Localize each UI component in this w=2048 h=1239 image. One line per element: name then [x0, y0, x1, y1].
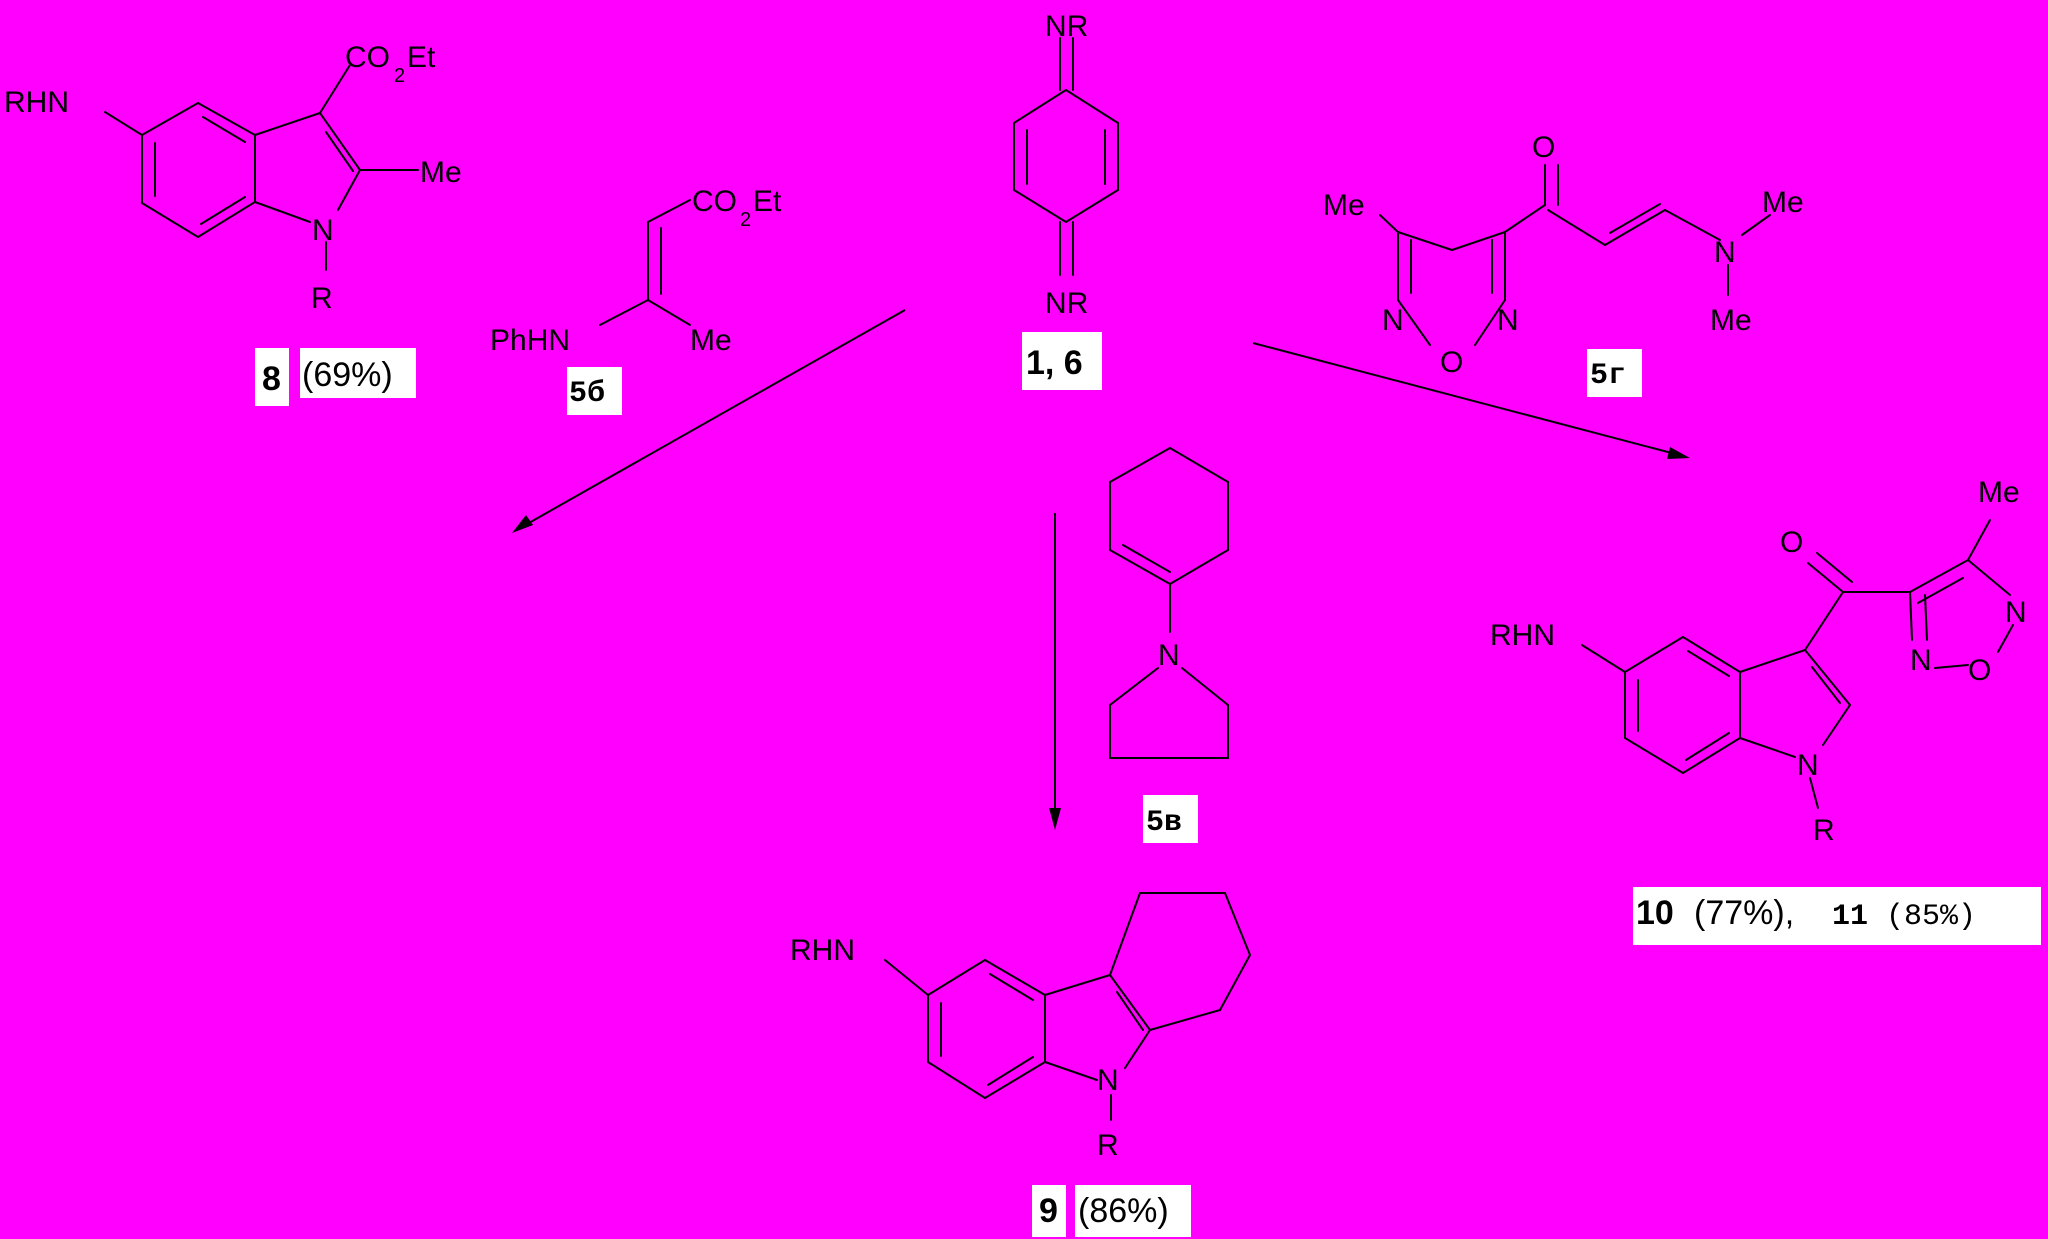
- compound-5g-structure: O Me N N O N Me Me: [1323, 131, 1804, 379]
- yield-box-8: [300, 348, 416, 398]
- arrow-to-10-11: [1252, 342, 1690, 459]
- atom-RHN: RHN: [790, 934, 855, 967]
- atom-subscript-2: 2: [740, 209, 751, 231]
- atom-Et: Et: [753, 185, 782, 218]
- compound-label-5v-text: 5в: [1146, 806, 1182, 840]
- compound-5v-structure: N: [1109, 447, 1229, 759]
- label-box-1-6: [1022, 332, 1102, 390]
- atom-Me: Me: [690, 324, 732, 357]
- compound-label-8: 8: [262, 360, 281, 398]
- atom-Me: Me: [1978, 476, 2020, 509]
- atom-NR: NR: [1045, 10, 1088, 43]
- label-box-5v: [1143, 795, 1198, 843]
- atom-Me: Me: [1710, 304, 1752, 337]
- atom-N: N: [2005, 596, 2027, 629]
- compound-10-11-structure: RHN O Me N N O N R: [1490, 476, 2027, 847]
- atom-N: N: [1714, 236, 1736, 269]
- label-box-5g: [1587, 349, 1642, 397]
- atom-N: N: [1158, 639, 1180, 672]
- compound-5b-structure: CO 2 Et PhHN Me: [490, 185, 782, 357]
- atom-N: N: [1382, 304, 1404, 337]
- label-box-8: [255, 348, 289, 406]
- atom-Me: Me: [1323, 189, 1365, 222]
- label-box-10-11: [1633, 887, 2041, 945]
- yield-11: (85%): [1886, 900, 1976, 934]
- atom-R: R: [1097, 1129, 1119, 1162]
- atom-Et: Et: [407, 41, 436, 74]
- atom-RHN: RHN: [4, 86, 69, 119]
- yield-9: (86%): [1078, 1192, 1169, 1230]
- atom-NR: NR: [1045, 287, 1088, 320]
- arrow-to-9: [1049, 513, 1061, 830]
- atom-N: N: [1497, 304, 1519, 337]
- atom-R: R: [1813, 814, 1835, 847]
- atom-CO: CO: [692, 185, 737, 218]
- atom-Me: Me: [1762, 186, 1804, 219]
- atom-O: O: [1532, 131, 1555, 164]
- compound-label-9: 9: [1039, 1192, 1058, 1230]
- atom-RHN: RHN: [1490, 619, 1555, 652]
- atom-subscript-2: 2: [394, 65, 405, 87]
- compound-label-1-6: 1, 6: [1026, 344, 1083, 382]
- label-box-9: [1032, 1185, 1066, 1237]
- compound-1-6-structure: NR NR: [1013, 10, 1119, 320]
- compound-label-11: 11: [1832, 900, 1868, 934]
- atom-N: N: [312, 214, 334, 247]
- compound-label-5g: 5г: [1590, 359, 1626, 393]
- atom-O: O: [1440, 346, 1463, 379]
- compound-label-5b: 5б: [569, 377, 605, 411]
- atom-Me: Me: [420, 156, 462, 189]
- yield-10: (77%),: [1694, 894, 1794, 932]
- compound-9-structure: RHN N R: [790, 892, 1251, 1162]
- compound-8-structure: N R Me RHN CO 2 Et: [4, 41, 462, 315]
- arrow-to-8: [512, 309, 906, 533]
- label-box-5b: [567, 367, 622, 415]
- atom-N: N: [1797, 749, 1819, 782]
- atom-PhHN: PhHN: [490, 324, 570, 357]
- atom-O: O: [1780, 526, 1803, 559]
- yield-8: (69%): [302, 356, 393, 394]
- yield-box-9: [1075, 1185, 1191, 1237]
- atom-CO: CO: [345, 41, 390, 74]
- atom-O: O: [1968, 654, 1991, 687]
- atom-R: R: [311, 282, 333, 315]
- compound-label-10: 10: [1636, 894, 1674, 932]
- atom-N: N: [1097, 1064, 1119, 1097]
- atom-N: N: [1910, 644, 1932, 677]
